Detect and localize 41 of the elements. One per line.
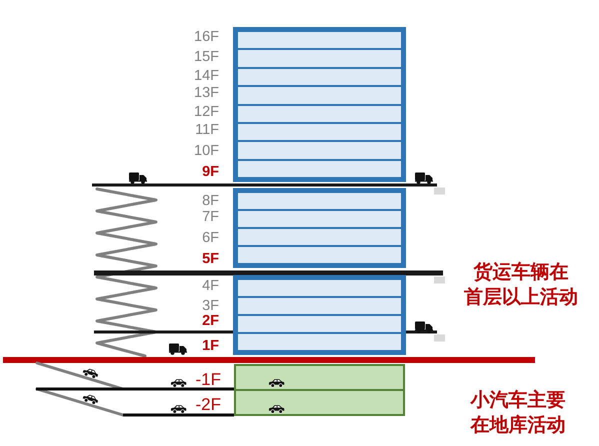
floor-label: 10F bbox=[194, 143, 219, 161]
floor-box bbox=[237, 160, 402, 178]
note-text: 小汽车主要在地库活动 bbox=[470, 388, 566, 438]
tower-block bbox=[233, 275, 406, 355]
floor-label: 11F bbox=[195, 122, 219, 140]
floor-label: -1F bbox=[196, 370, 221, 390]
floor-box bbox=[237, 279, 402, 297]
floor-box bbox=[237, 104, 402, 123]
floor-box bbox=[237, 210, 402, 228]
floor-label: 12F bbox=[194, 104, 219, 122]
tower-block bbox=[233, 27, 406, 182]
floor-label: -2F bbox=[196, 394, 221, 416]
floor-box bbox=[237, 315, 402, 333]
floor-box bbox=[237, 333, 402, 351]
floor-label: 6F bbox=[202, 230, 219, 248]
tower-block bbox=[233, 188, 406, 268]
floor-box bbox=[237, 122, 402, 142]
basement-box bbox=[234, 364, 405, 391]
floor-box bbox=[237, 246, 402, 264]
floor-label: 15F bbox=[194, 49, 219, 67]
floor-label: 5F bbox=[202, 251, 219, 269]
floor-box bbox=[237, 68, 402, 86]
floor-label: 4F bbox=[202, 278, 219, 296]
floor-label: 14F bbox=[194, 68, 219, 86]
floor-box bbox=[237, 192, 402, 210]
floor-box bbox=[237, 49, 402, 68]
floor-label: 3F bbox=[202, 298, 219, 314]
floor-box bbox=[237, 31, 402, 50]
floor-box bbox=[237, 228, 402, 246]
floor-label: 7F bbox=[202, 209, 219, 227]
floor-label: 1F bbox=[202, 338, 219, 356]
floor-box bbox=[237, 86, 402, 104]
floor-box bbox=[237, 297, 402, 315]
floor-label: 9F bbox=[202, 164, 219, 182]
floor-label: 2F bbox=[202, 313, 219, 331]
floor-label: 8F bbox=[202, 193, 219, 211]
basement-box bbox=[234, 389, 405, 416]
note-text: 货运车辆在首层以上活动 bbox=[463, 260, 579, 310]
floor-box bbox=[237, 141, 402, 160]
floor-label: 16F bbox=[194, 29, 219, 47]
floor-label: 13F bbox=[194, 85, 219, 103]
